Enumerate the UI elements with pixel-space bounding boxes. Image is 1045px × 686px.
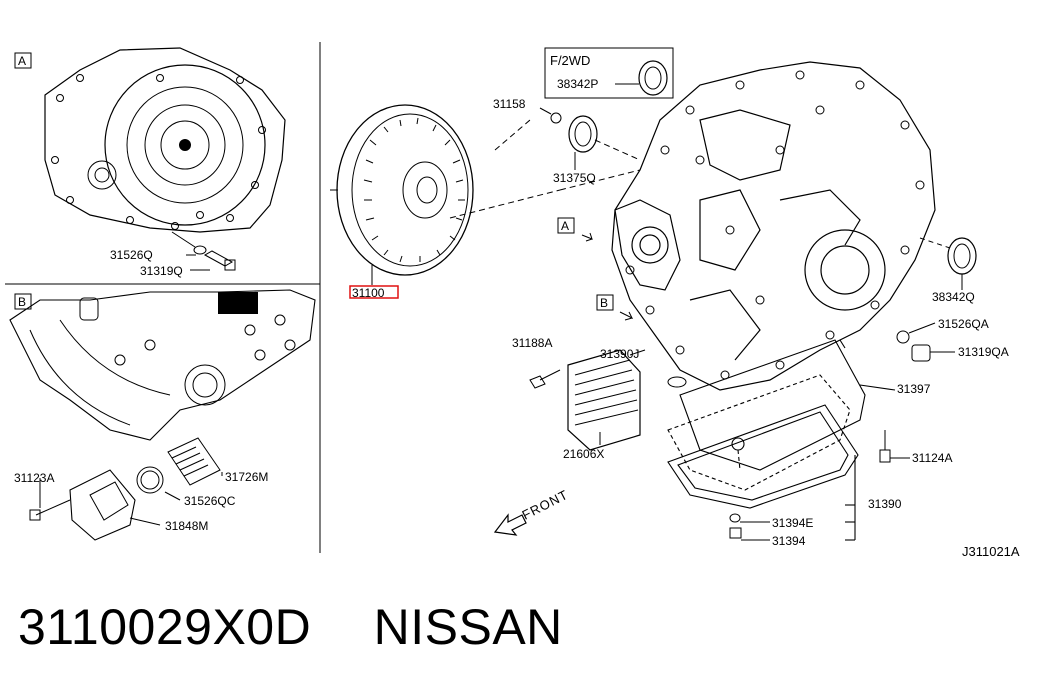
brand-name: NISSAN	[373, 599, 563, 655]
inset-a-marker: A	[18, 54, 26, 68]
inset-a-label-0: 31526Q	[110, 248, 153, 262]
highlight-box	[349, 285, 399, 299]
torque-converter	[330, 104, 561, 285]
part-label-31394: 31394	[772, 534, 806, 548]
part-label-31390: 31390	[868, 497, 902, 511]
small-parts	[494, 107, 977, 541]
main-marker-a: A	[561, 219, 569, 233]
front-label: FRONT	[520, 487, 571, 523]
part-label-31124a: 31124A	[912, 451, 952, 465]
footer-title: 3110029X0D NISSAN	[18, 598, 563, 656]
inset-b-label-1: 31726M	[225, 470, 268, 484]
part-label-31390j: 31390J	[600, 347, 639, 361]
inset-a: A 31526Q 31319Q	[14, 47, 286, 278]
part-label-21606x: 21606X	[563, 447, 604, 461]
part-label-31394e: 31394E	[772, 516, 813, 530]
variant-box: F/2WD 38342P	[544, 47, 674, 99]
part-label-31188a: 31188A	[512, 336, 552, 350]
inset-b-label-2: 31526QC	[184, 494, 236, 508]
part-label-31100: 31100	[352, 286, 385, 300]
diagram-code: J311021A	[962, 544, 1020, 559]
part-label-31375q: 31375Q	[553, 171, 596, 185]
variant-title: F/2WD	[550, 53, 590, 68]
part-number: 3110029X0D	[18, 599, 312, 655]
inset-a-label-1: 31319Q	[140, 264, 183, 278]
main-marker-b: B	[600, 296, 608, 310]
part-label-31158: 31158	[493, 97, 526, 111]
transmission-case	[611, 61, 936, 391]
inset-b-label-3: 31848M	[165, 519, 208, 533]
variant-part: 38342P	[557, 77, 598, 91]
oil-cooler	[567, 349, 646, 451]
case-bolts	[625, 70, 925, 380]
part-label-31397: 31397	[897, 382, 931, 396]
part-label-31319qa: 31319QA	[958, 345, 1009, 359]
inset-b: B 31123A 31726M 31526QC 31848M	[9, 289, 316, 541]
front-arrow: FRONT	[493, 487, 571, 536]
inset-b-marker: B	[18, 295, 26, 309]
parts-diagram: A 31526Q 31319Q B	[5, 42, 1020, 559]
part-label-31526qa: 31526QA	[938, 317, 989, 331]
part-label-38342q: 38342Q	[932, 290, 975, 304]
inset-b-label-0: 31123A	[14, 471, 54, 485]
oil-pan	[667, 339, 896, 541]
